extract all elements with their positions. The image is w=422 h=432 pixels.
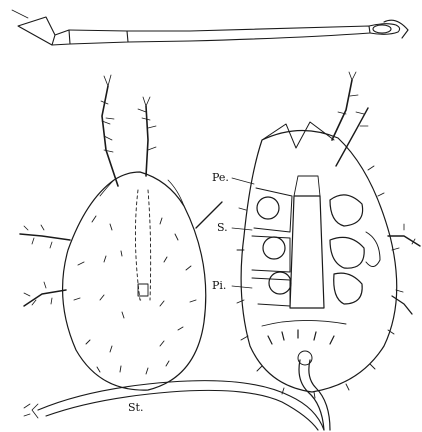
label-s: S. bbox=[217, 222, 228, 233]
mite-dorsal-view bbox=[20, 75, 222, 390]
stigma-1 bbox=[257, 197, 279, 219]
label-st: St. bbox=[128, 402, 143, 413]
mouthpart-appendage bbox=[12, 10, 408, 45]
label-pe: Pe. bbox=[212, 172, 229, 183]
label-pi: Pi. bbox=[212, 280, 226, 291]
stigma-3 bbox=[269, 272, 291, 294]
ventral-body-outline bbox=[241, 130, 397, 392]
sternal-plate bbox=[290, 196, 324, 308]
stylet-hair bbox=[24, 381, 324, 430]
stigma-2 bbox=[263, 237, 285, 259]
dorsal-body-outline bbox=[63, 172, 206, 390]
stylet bbox=[299, 360, 324, 430]
mite-ventral-view bbox=[232, 72, 420, 430]
